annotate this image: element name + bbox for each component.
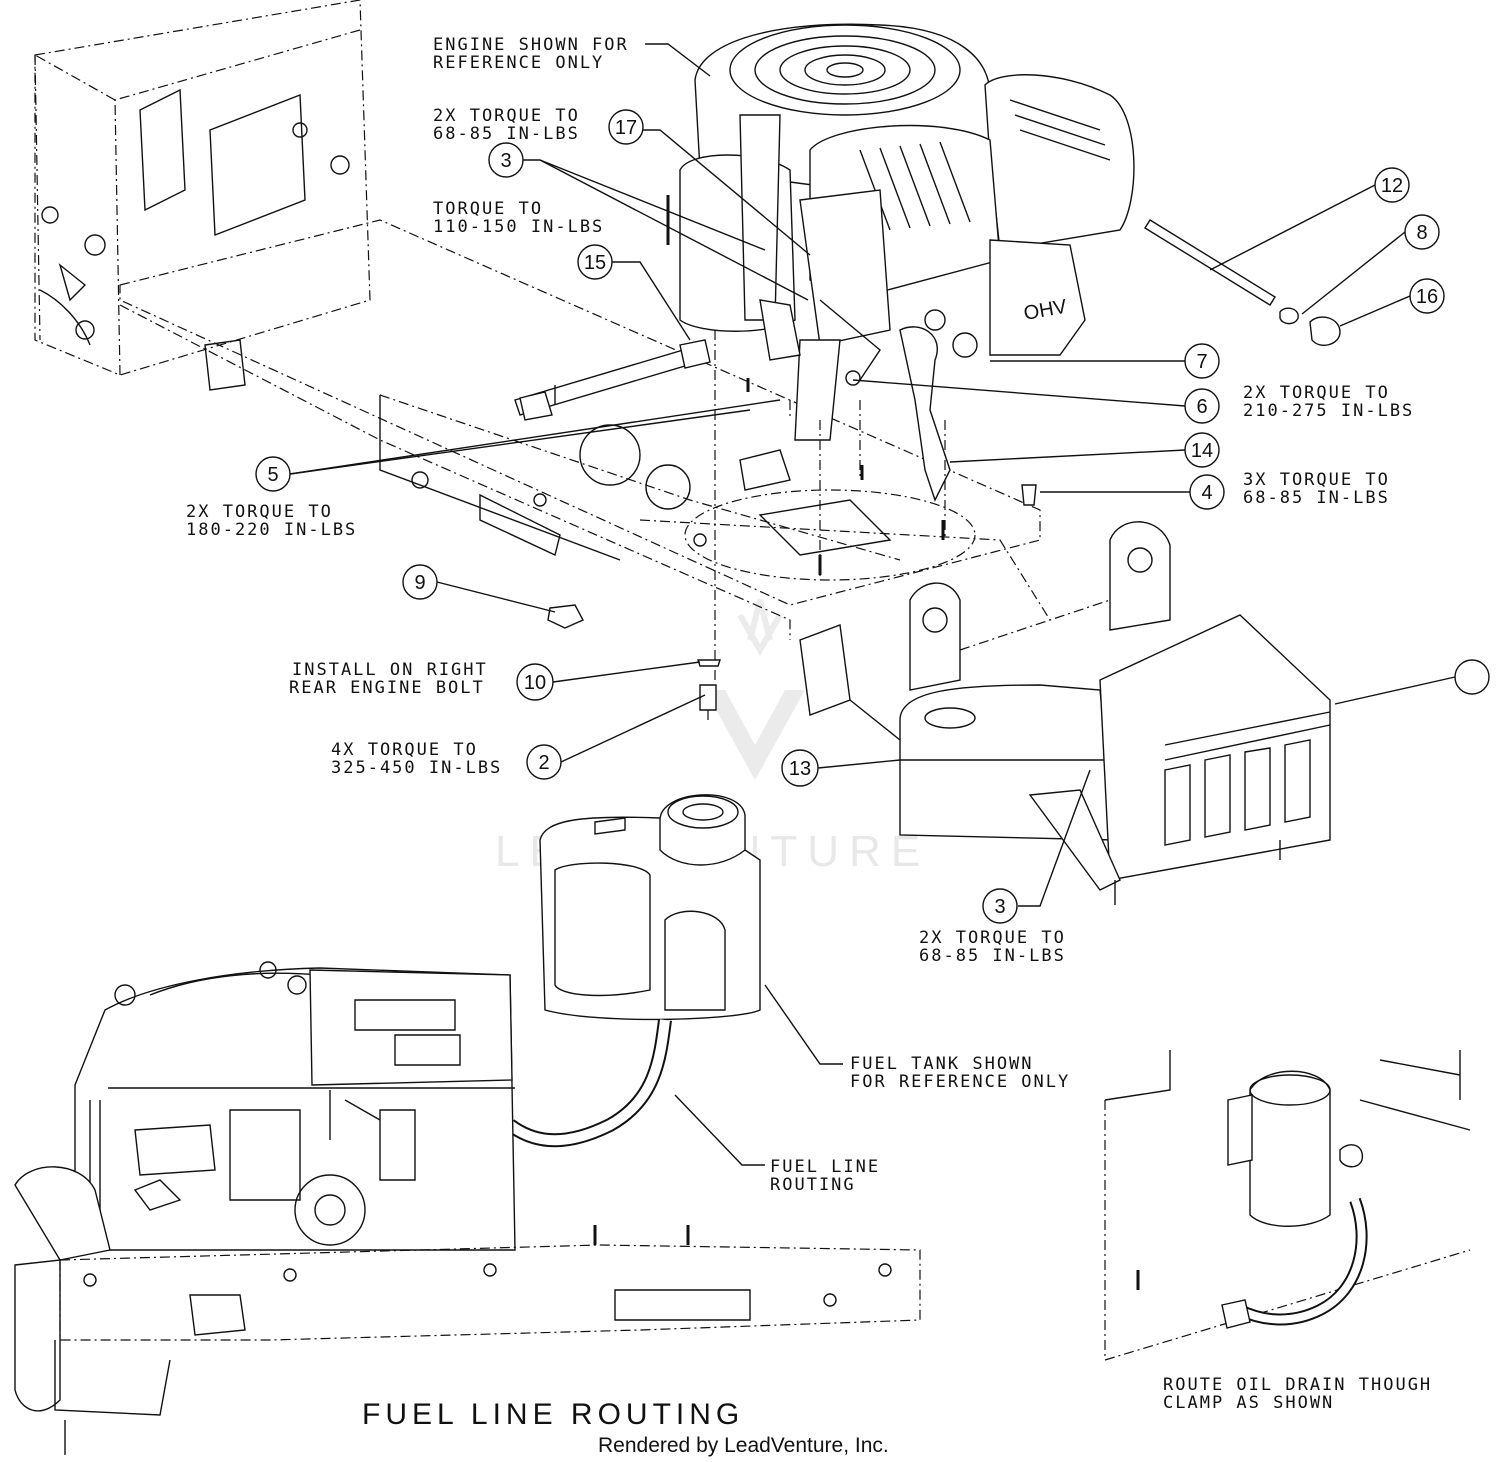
note-torque-68-bottom-2: 68-85 IN-LBS: [919, 946, 1066, 966]
bolts: [697, 378, 1037, 711]
engine-side-view: [14, 961, 516, 1261]
svg-text:3: 3: [994, 896, 1005, 918]
note-install-right-2: REAR ENGINE BOLT: [289, 678, 485, 698]
callout-17: 17: [608, 109, 644, 145]
note-torque-110-2: 110-150 IN-LBS: [433, 217, 604, 237]
callout-5: 5: [255, 456, 291, 492]
callout-10: 10: [516, 663, 554, 701]
note-fuel-line-2: ROUTING: [770, 1175, 856, 1195]
note-torque-325-2: 325-450 IN-LBS: [331, 758, 502, 778]
callout-15: 15: [577, 244, 613, 280]
note-fuel-line-1: FUEL LINE: [770, 1157, 880, 1177]
note-torque-325-1: 4X TORQUE TO: [331, 740, 478, 760]
credit-line: Rendered by LeadVenture, Inc.: [598, 1434, 889, 1457]
callout-13: 13: [781, 749, 819, 787]
callout-16: 16: [1409, 278, 1445, 314]
callout-2: 2: [526, 744, 562, 780]
lower-frame: [14, 1225, 921, 1455]
svg-text:16: 16: [1416, 286, 1438, 308]
note-engine-ref-1: ENGINE SHOWN FOR: [433, 35, 629, 55]
alignment-lines: [707, 330, 946, 720]
hose-clip: [547, 604, 584, 629]
engine-top: OHV: [666, 23, 1135, 502]
fuel-tank: [539, 794, 761, 1021]
svg-text:14: 14: [1191, 440, 1213, 462]
rear-brackets: [909, 521, 1171, 691]
callout-3-bottom: 3: [982, 888, 1018, 924]
note-oil-drain-2: CLAMP AS SHOWN: [1163, 1393, 1334, 1413]
frame-tower: [34, 0, 371, 376]
note-torque-210-2: 210-275 IN-LBS: [1243, 401, 1414, 421]
svg-text:8: 8: [1416, 222, 1427, 244]
fuel-line-hose: [505, 1019, 672, 1148]
callout-blank: [1454, 659, 1490, 695]
svg-text:4: 4: [1201, 482, 1212, 504]
callout-14: 14: [1184, 432, 1220, 468]
note-torque-110-1: TORQUE TO: [433, 199, 543, 219]
svg-text:13: 13: [789, 758, 811, 780]
note-torque-3x-2: 68-85 IN-LBS: [1243, 488, 1390, 508]
svg-text:2: 2: [538, 752, 549, 774]
drive-shaft: [514, 339, 711, 421]
callouts: 17 3 15 12 8 16 7 6 14 4 5 9 10 2 13 3: [255, 109, 1490, 924]
leader-lines: [289, 43, 1456, 1166]
note-torque-68-bottom-1: 2X TORQUE TO: [919, 928, 1066, 948]
oil-drain-inset: [1104, 1050, 1471, 1361]
svg-text:5: 5: [267, 464, 278, 486]
note-torque-180-2: 180-220 IN-LBS: [186, 520, 357, 540]
callout-9: 9: [402, 564, 438, 600]
svg-text:6: 6: [1196, 396, 1207, 418]
svg-text:9: 9: [414, 572, 425, 594]
note-torque-180-1: 2X TORQUE TO: [186, 502, 333, 522]
axle-pin-set: [1144, 219, 1341, 346]
svg-text:7: 7: [1196, 351, 1207, 373]
note-torque-68-top-1: 2X TORQUE TO: [433, 106, 580, 126]
note-torque-210-1: 2X TORQUE TO: [1243, 383, 1390, 403]
note-install-right-1: INSTALL ON RIGHT: [292, 660, 488, 680]
note-oil-drain-1: ROUTE OIL DRAIN THOUGH: [1163, 1375, 1432, 1395]
note-torque-3x-1: 3X TORQUE TO: [1243, 470, 1390, 490]
svg-text:15: 15: [584, 252, 606, 274]
notes: ENGINE SHOWN FOR REFERENCE ONLY 2X TORQU…: [186, 35, 1432, 1413]
callout-8: 8: [1404, 214, 1440, 250]
svg-text:10: 10: [524, 672, 546, 694]
note-fuel-tank-1: FUEL TANK SHOWN: [850, 1054, 1034, 1074]
note-torque-68-top-2: 68-85 IN-LBS: [433, 124, 580, 144]
note-engine-ref-2: REFERENCE ONLY: [433, 53, 604, 73]
svg-text:3: 3: [500, 150, 511, 172]
note-fuel-tank-2: FOR REFERENCE ONLY: [850, 1072, 1070, 1092]
muffler-guard: [899, 614, 1331, 905]
section-title: FUEL LINE ROUTING: [362, 1398, 744, 1431]
callout-3-top: 3: [488, 142, 524, 178]
callout-6: 6: [1184, 388, 1220, 424]
callout-4: 4: [1189, 474, 1225, 510]
callout-12: 12: [1374, 167, 1410, 203]
callout-7: 7: [1184, 343, 1220, 379]
svg-text:12: 12: [1381, 175, 1403, 197]
svg-text:17: 17: [615, 117, 637, 139]
